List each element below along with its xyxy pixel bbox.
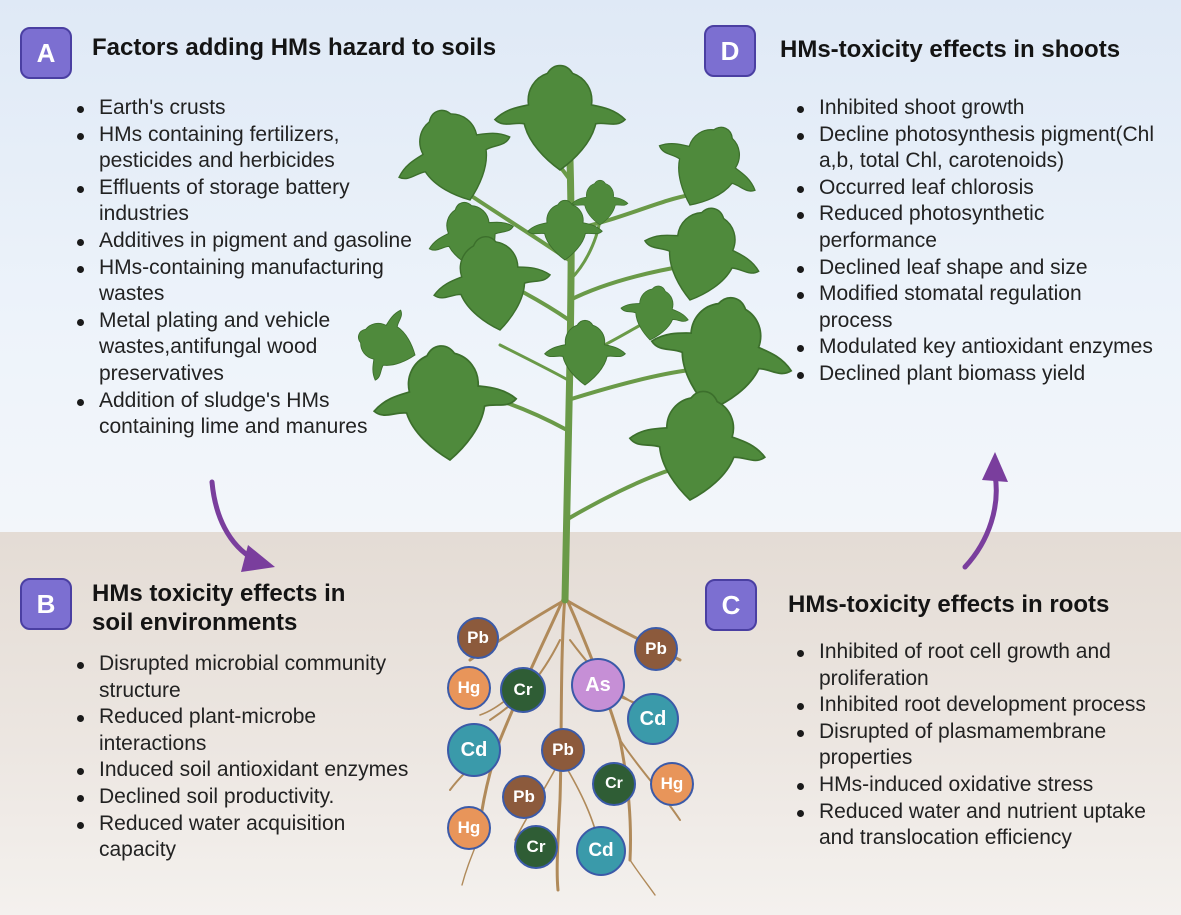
ion-hg: Hg [447, 806, 491, 850]
ion-pb: Pb [502, 775, 546, 819]
list-item: Declined soil productivity. [77, 784, 419, 811]
list-item: Occurred leaf chlorosis [797, 175, 1159, 202]
list-item: HMs-containing manufacturing wastes [77, 255, 419, 308]
badge-a: A [20, 27, 72, 79]
list-item: Decline photosynthesis pigment(Chl a,b, … [797, 122, 1159, 175]
list-item: Addition of sludge's HMs containing lime… [77, 388, 419, 441]
ion-hg: Hg [650, 762, 694, 806]
ion-pb: Pb [541, 728, 585, 772]
sky-background [0, 0, 1181, 532]
list-item: HMs containing fertilizers, pesticides a… [77, 122, 419, 175]
list-item: Inhibited shoot growth [797, 95, 1159, 122]
ion-cd: Cd [576, 826, 626, 876]
list-item: Declined plant biomass yield [797, 361, 1159, 388]
arrow-a-to-b [209, 479, 275, 572]
ion-cr: Cr [514, 825, 558, 869]
panel-c-list: Inhibited of root cell growth and prolif… [793, 639, 1179, 852]
list-item: Metal plating and vehicle wastes,antifun… [77, 308, 419, 388]
arrow-c-to-d [962, 452, 1008, 570]
list-item: Reduced photosynthetic performance [797, 201, 1159, 254]
list-item: Modified stomatal regulation process [797, 281, 1159, 334]
ion-cd: Cd [627, 693, 679, 745]
ion-as: As [571, 658, 625, 712]
ion-cr: Cr [592, 762, 636, 806]
ion-pb: Pb [634, 627, 678, 671]
badge-b: B [20, 578, 72, 630]
list-item: Reduced plant-microbe interactions [77, 704, 419, 757]
panel-d-title: HMs-toxicity effects in shoots [780, 36, 1121, 63]
list-item: HMs-induced oxidative stress [797, 772, 1179, 799]
ion-cd: Cd [447, 723, 501, 777]
badge-d: D [704, 25, 756, 77]
list-item: Induced soil antioxidant enzymes [77, 757, 419, 784]
panel-d-list: Inhibited shoot growth Decline photosynt… [793, 95, 1159, 388]
panel-c-title: HMs-toxicity effects in roots [788, 591, 1110, 618]
ion-pb: Pb [457, 617, 499, 659]
list-item: Effluents of storage battery industries [77, 175, 419, 228]
list-item: Modulated key antioxidant enzymes [797, 334, 1159, 361]
list-item: Additives in pigment and gasoline [77, 228, 419, 255]
ion-cr: Cr [500, 667, 546, 713]
panel-b-title-line1: HMs toxicity effects in [92, 580, 346, 607]
list-item: Inhibited root development process [797, 692, 1179, 719]
list-item: Disrupted of plasmamembrane properties [797, 719, 1179, 772]
ion-hg: Hg [447, 666, 491, 710]
panel-b-title-line2: soil environments [92, 609, 298, 636]
list-item: Earth's crusts [77, 95, 419, 122]
list-item: Reduced water acquisition capacity [77, 811, 419, 864]
panel-a-title: Factors adding HMs hazard to soils [92, 34, 497, 61]
list-item: Disrupted microbial community structure [77, 651, 419, 704]
list-item: Inhibited of root cell growth and prolif… [797, 639, 1179, 692]
list-item: Reduced water and nutrient uptake and tr… [797, 799, 1179, 852]
panel-a-list: Earth's crusts HMs containing fertilizer… [73, 95, 419, 441]
list-item: Declined leaf shape and size [797, 255, 1159, 282]
badge-c: C [705, 579, 757, 631]
panel-b-list: Disrupted microbial community structure … [73, 651, 419, 864]
panel-b-title: HMs toxicity effects in soil environment… [92, 579, 345, 637]
